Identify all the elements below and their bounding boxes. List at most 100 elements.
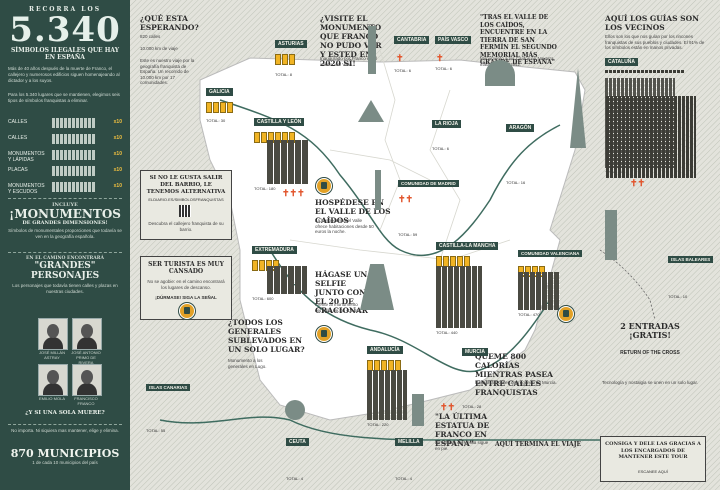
spain-map-svg [130, 0, 720, 490]
footer-block: 870 MUNICIPIOS 1 de cada 10 municipios d… [8, 448, 122, 466]
end-text: AQUÍ TERMINA EL VIAJE [495, 441, 582, 448]
q12-text: Tecnología y nostalgia se unen en un sol… [601, 380, 699, 385]
personajes-text: Los personajes que todavía tienen calles… [12, 283, 118, 294]
q4-title: AQUÍ LOS GUÍAS SON LOS VECINOS [605, 14, 699, 32]
q1-stat: 820 calles [140, 34, 161, 39]
q8-title: HÁGASE UNA SELFIE JUNTO CON EL 20 DE CRA… [315, 270, 374, 315]
region-total: TOTAL: 55 [146, 428, 166, 433]
alternative-box: SI NO LE GUSTA SALIR DEL BARRIO, LE TENE… [140, 170, 232, 240]
portrait-mola [38, 364, 68, 396]
route-line-south [269, 249, 551, 373]
sidebar-mid-text: Para los 5.340 lugares que se mantienen,… [8, 92, 120, 103]
big-number: 5.340 [9, 10, 121, 50]
region-label-ceuta: CEUTA [286, 438, 309, 446]
q1-title: ¿QUÉ ESTA ESPERANDO? [140, 14, 199, 32]
sidebar: RECORRA LOS 5.340 SÍMBOLOS ILEGALES QUE … [0, 0, 130, 490]
region-label-galicia: GALICIA [206, 88, 233, 96]
region-total: TOTAL: 10 [668, 294, 688, 299]
monumentos-kicker: INCLUYE [52, 202, 78, 208]
symbol-grid-cataluna-large [606, 96, 696, 178]
q7-title: SER TURISTA ES MUY CANSADO [148, 261, 224, 275]
region-label-andalucia: ANDALUCÍA [367, 346, 403, 354]
symbol-grid-cataluna [605, 70, 684, 73]
region-label-valencia: COMUNIDAD VALENCIANA [518, 250, 583, 257]
statue-icon [285, 400, 305, 420]
region-total: TOTAL: 6 [394, 68, 411, 73]
q5-text: Descubra el callejero franquista de su b… [148, 221, 224, 232]
qr-code-icon[interactable] [179, 205, 191, 217]
q6-title: HOSPÉDESE EN EL VALLE DE LOS CAÍDOS [315, 198, 391, 225]
region-total: TOTAL: 220 [367, 422, 389, 427]
street-bars [206, 98, 234, 117]
region-total: TOTAL: 30 [206, 118, 226, 123]
region-label-castilla-la-mancha: CASTILLA-LA MANCHA [436, 242, 499, 250]
q10-title: QUEME 800 CALORÍAS MIENTRAS PASEA ENTRE … [475, 352, 553, 397]
region-total: TOTAL: 16 [506, 180, 526, 185]
q2-title: ¿VISITE EL MONUMENTO QUE FRANCO NO PUDO … [320, 14, 382, 68]
si-no-text: No importa. Ni siquiera mas mantener, el… [11, 428, 119, 433]
q5-url[interactable]: ELDIARIO.ES/SIMBOLOSFRANQUISTAS [148, 197, 224, 202]
monumentos-block: INCLUYE ¡MONUMENTOS DE GRANDES DIMENSION… [8, 202, 122, 240]
location-pin-icon [316, 326, 332, 342]
region-total: TOTAL: 28 [462, 404, 482, 409]
monumentos-title: ¡MONUMENTOS [9, 207, 121, 221]
symbol-grid-castilla-leon [267, 140, 309, 184]
symbol-grid-castilla-la-mancha [436, 266, 482, 328]
street-bars [252, 256, 280, 275]
header-subtitle: SÍMBOLOS ILEGALES QUE HAY EN ESPAÑA [10, 47, 120, 61]
q3-title: "TRAS EL VALLE DE LOS CAÍDOS, ENCUENTRE … [480, 14, 557, 66]
franco-statue-icon [412, 394, 424, 426]
region-label-canarias: ISLAS CANARIAS [146, 384, 191, 391]
symbol-grid-extremadura [267, 266, 307, 294]
region-total: TOTAL: 180 [254, 186, 276, 191]
region-label-la-rioja: LA RIOJA [432, 120, 462, 128]
q9-text: Monumento a los generales en Lugo. [228, 358, 267, 369]
footer-text: 1 de cada 10 municipios del país [32, 460, 98, 465]
portrait-caption: JOSÉ ANTONIO PRIMO DE RIVERA [71, 350, 101, 365]
region-total: TOTAL: 59 [398, 232, 418, 237]
cross-icon: ✝✝✝ [282, 189, 305, 199]
q4-text: Ellos son los que nos guían por los rinc… [605, 34, 705, 51]
q13-title: CONSIGA Y DELE LAS GRACIAS A LOS ENCARGA… [605, 441, 701, 460]
region-total: TOTAL: 4 [286, 476, 303, 481]
region-label-murcia: MURCIA [462, 348, 488, 356]
q5-title: SI NO LE GUSTA SALIR DEL BARRIO, LE TENE… [146, 175, 226, 195]
tired-box: SER TURISTA ES MUY CANSADO No se agobie:… [140, 256, 232, 320]
cross-icon: ✝✝ [440, 403, 456, 413]
region-label-asturias: ASTURIAS [275, 40, 307, 48]
region-label-cataluna: CATALUÑA [605, 58, 639, 66]
q8-text: Frente al monumento del Valle de los Caí… [315, 302, 362, 313]
q9-title: ¿TODOS LOS GENERALES SUBLEVADOS EN UN SO… [228, 318, 305, 354]
region-label-pais-vasco: PAÍS VASCO [435, 36, 472, 44]
personajes-block: EN EL CAMINO ENCONTRARÁ "GRANDES" PERSON… [8, 256, 122, 295]
personajes-title: "GRANDES" PERSONAJES [30, 261, 100, 281]
route-line-north [219, 99, 561, 257]
q7-text: No se agobie: en el camino encontrará lo… [147, 279, 225, 290]
region-total: TOTAL: 6 [435, 66, 452, 71]
monumentos-text: Símbolos de monumentales proporciones qu… [8, 228, 122, 239]
location-pin-icon [316, 178, 332, 194]
portrait-primo-de-rivera [72, 318, 102, 350]
q13-sub[interactable]: ESCANEE AQUÍ [638, 469, 668, 474]
region-total: TOTAL: 440 [436, 330, 458, 335]
personajes-kicker: EN EL CAMINO ENCONTRARÁ [26, 256, 104, 261]
header-kicker: RECORRA LOS [28, 6, 102, 13]
divider [8, 198, 122, 199]
valle-caidos-cross-icon [375, 170, 381, 210]
q11-text: La estatua de Melilla sigue en pie. [435, 440, 489, 451]
si-no-title: ¿Y SI UNA SOLA MUERE? [25, 410, 105, 416]
bed-icon [179, 303, 195, 319]
sidebar-intro: Más de 40 años después de la muerte de F… [8, 66, 120, 83]
q6-text: La hospedería del Valle ofrece habitacio… [315, 218, 374, 235]
portrait-caption: EMILIO MOLA [38, 396, 65, 401]
region-total: TOTAL: 6 [432, 146, 449, 151]
portrait-franco [72, 364, 102, 396]
q1-stat: 10.000 km de viaje [140, 46, 178, 51]
sidebar-header: RECORRA LOS 5.340 SÍMBOLOS ILEGALES QUE … [8, 6, 122, 61]
region-label-extremadura: EXTREMADURA [252, 246, 297, 254]
street-bars [275, 50, 296, 69]
